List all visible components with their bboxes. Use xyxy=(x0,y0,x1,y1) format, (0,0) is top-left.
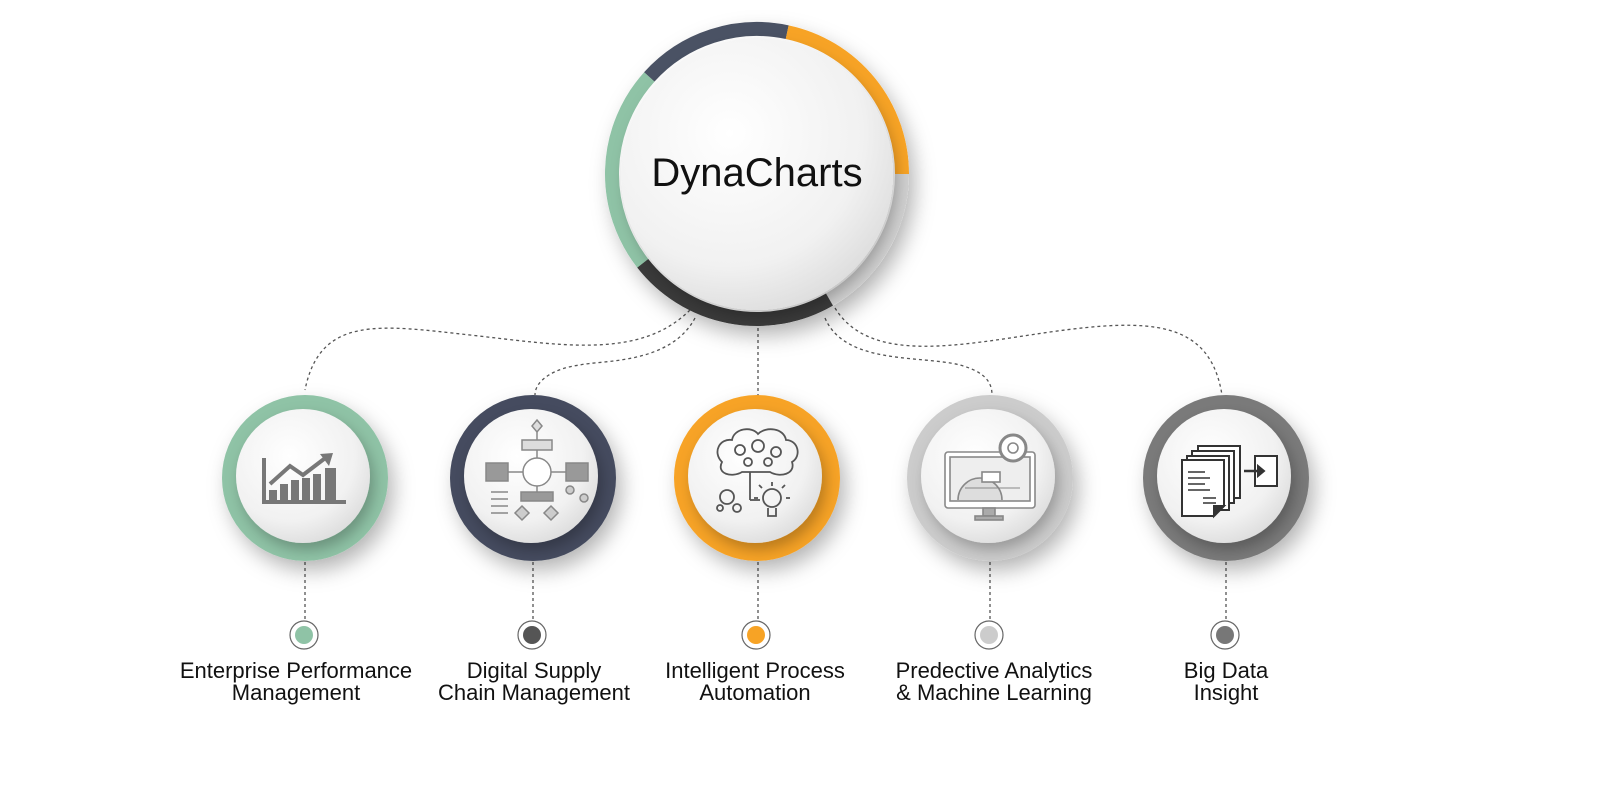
node-label-dscm-line1: Digital Supply xyxy=(466,658,602,683)
node-digital-supply-chain-management xyxy=(450,395,616,650)
node-label-bdi: Big Data Insight xyxy=(1076,660,1376,704)
node-label-ipa-line1: Intelligent Process xyxy=(665,658,845,683)
monitor-gears-icon xyxy=(944,433,1036,521)
hub-circle: DynaCharts xyxy=(605,22,909,326)
hub-ring-segment-green xyxy=(605,22,909,326)
hub-ring-segment-grey xyxy=(605,22,909,326)
node-label-epm: Enterprise Performance Management xyxy=(146,660,446,704)
node-label-dscm-line2: Chain Management xyxy=(437,680,630,705)
node-enterprise-performance-management xyxy=(222,395,388,650)
connector-dscm xyxy=(534,317,696,396)
connector-epm xyxy=(304,309,691,391)
node-label-dscm: Digital Supply Chain Management xyxy=(384,660,684,704)
connectors xyxy=(304,307,1227,622)
node-label-ipa: Intelligent Process Automation xyxy=(605,660,905,704)
node-label-paml: Predective Analytics & Machine Learning xyxy=(844,660,1144,704)
node-label-ipa-line2: Automation xyxy=(699,680,811,705)
hub-ring-segment-orange xyxy=(605,22,909,326)
brain-gears-lightbulb-icon xyxy=(716,428,799,517)
node-big-data-insight xyxy=(1143,395,1309,650)
connector-paml xyxy=(824,317,993,396)
connector-bdi xyxy=(834,307,1223,396)
node-label-epm-line1: Enterprise Performance xyxy=(179,658,413,683)
node-label-paml-line1: Predective Analytics xyxy=(895,658,1093,683)
bar-chart-growth-icon xyxy=(262,453,346,504)
hub-ring-segment-dark xyxy=(605,22,909,326)
documents-export-icon xyxy=(1181,445,1278,519)
node-label-bdi-line1: Big Data xyxy=(1183,658,1269,683)
node-label-paml-line2: & Machine Learning xyxy=(896,680,1092,705)
node-intelligent-process-automation xyxy=(674,395,840,650)
hub-title: DynaCharts xyxy=(651,151,862,195)
node-label-bdi-line2: Insight xyxy=(1193,680,1259,705)
node-label-epm-line2: Management xyxy=(231,680,361,705)
flowchart-icon xyxy=(485,418,589,522)
node-predective-analytics-machine-learning xyxy=(907,395,1073,650)
